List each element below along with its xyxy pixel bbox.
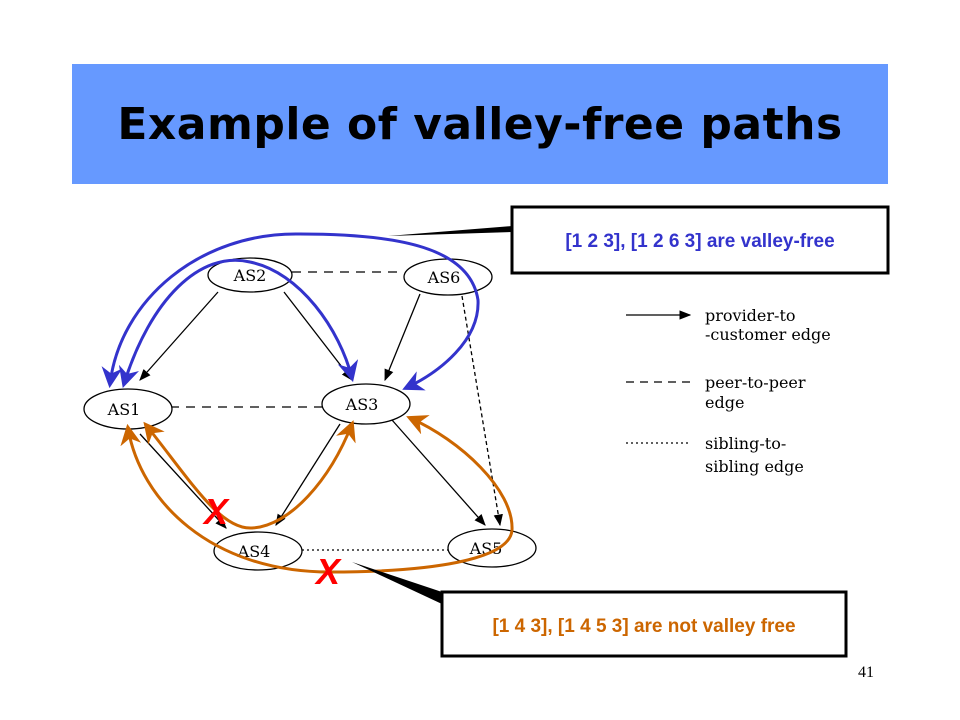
legend-peer-to-peer-line1: peer-to-peer <box>705 373 806 392</box>
invalid-path-1-4-5-3 <box>120 415 514 574</box>
title-bar: Example of valley-free paths <box>72 64 888 184</box>
node-as1-label: AS1 <box>107 400 141 419</box>
invalid-callout-pointer <box>352 562 442 604</box>
x-mark-2: X <box>314 551 342 592</box>
node-as5: AS5 <box>447 528 537 568</box>
invalid-callout-text: [1 4 3], [1 4 5 3] are not valley free <box>492 616 795 637</box>
valley-free-callout-text: [1 2 3], [1 2 6 3] are valley-free <box>565 231 834 252</box>
page-number: 41 <box>858 664 874 681</box>
edge-as6-as5 <box>461 295 503 527</box>
edge-as2-as1 <box>139 291 219 381</box>
slide-title: Example of valley-free paths <box>117 98 843 150</box>
invalid-path-1-4-3 <box>143 420 356 530</box>
node-as3: AS3 <box>321 383 411 425</box>
invalid-callout-box <box>440 590 848 658</box>
legend-peer-to-peer-line2: edge <box>705 393 744 412</box>
legend-provider-to-customer-line2: -customer edge <box>705 325 831 344</box>
node-as3-label: AS3 <box>345 395 379 414</box>
valley-free-callout-box <box>510 205 890 275</box>
edge-as6-as3 <box>384 293 421 382</box>
legend-sibling-line2: sibling edge <box>705 457 804 476</box>
node-as2-label: AS2 <box>233 266 267 285</box>
legend: provider-to -customer edge peer-to-peer … <box>626 306 831 476</box>
edge-as3-as5 <box>391 419 486 526</box>
node-as6-label: AS6 <box>427 268 461 287</box>
node-as2: AS2 <box>207 257 293 293</box>
legend-sibling-line1: sibling-to- <box>705 434 786 453</box>
valley-free-path-1-2-6-3 <box>101 232 480 391</box>
node-as4: AS4 <box>213 531 303 571</box>
edge-as2-as3 <box>283 291 353 381</box>
node-as4-label: AS4 <box>237 542 271 561</box>
node-as5-label: AS5 <box>469 539 503 558</box>
x-mark-1: X <box>202 491 230 532</box>
valley-free-path-1-2-3 <box>118 258 359 389</box>
node-as1: AS1 <box>83 388 173 430</box>
legend-provider-to-customer-line1: provider-to <box>705 306 796 325</box>
edge-as1-as4 <box>139 433 227 529</box>
node-as6: AS6 <box>403 258 493 296</box>
valley-free-callout-pointer <box>388 226 512 236</box>
edge-as3-as4 <box>275 423 341 526</box>
